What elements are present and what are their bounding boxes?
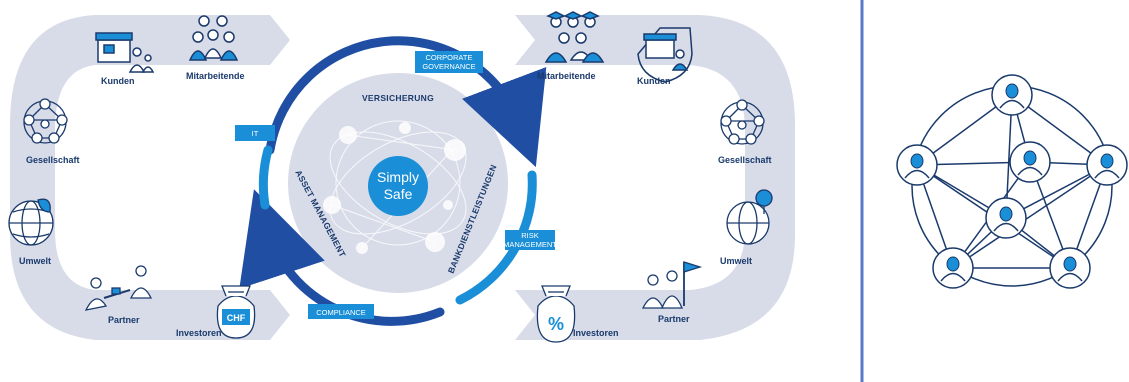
svg-text:Mitarbeitende: Mitarbeitende <box>537 71 596 81</box>
core-circle <box>368 156 428 216</box>
flag-partners-icon <box>641 261 703 309</box>
right-gesellschaft: Gesellschaft <box>718 99 772 165</box>
svg-text:COMPLIANCE: COMPLIANCE <box>316 308 366 317</box>
left-band: Ressourcen <box>10 15 290 340</box>
tag-corporate-governance: CORPORATE GOVERNANCE <box>415 51 483 73</box>
right-investoren: % Investoren <box>536 285 619 343</box>
person-node-bottom-right <box>1049 247 1091 289</box>
left-partner: Partner <box>84 265 153 325</box>
person-node-bottom-left <box>932 247 974 289</box>
core-label-line2: Safe <box>384 186 413 202</box>
tag-it: IT <box>235 125 275 141</box>
left-gesellschaft: Gesellschaft <box>23 98 80 165</box>
network-links <box>916 94 1108 269</box>
person-node-right <box>1086 144 1128 186</box>
svg-text:CORPORATE: CORPORATE <box>426 53 473 62</box>
svg-text:Gesellschaft: Gesellschaft <box>718 155 772 165</box>
svg-text:%: % <box>548 314 564 334</box>
person-node-center-upper <box>1009 141 1051 183</box>
svg-text:Partner: Partner <box>108 315 140 325</box>
svg-text:RISK: RISK <box>521 231 539 240</box>
svg-text:Mitarbeitende: Mitarbeitende <box>186 71 245 81</box>
center-circle: Simply Safe VERSICHERUNG ASSET MANAGEMEN… <box>288 73 508 293</box>
svg-text:Investoren: Investoren <box>176 328 222 338</box>
handshake-icon <box>84 265 153 311</box>
money-bag-icon <box>216 285 256 339</box>
left-kunden: Kunden <box>95 32 155 86</box>
core-label-line1: Simply <box>377 169 419 185</box>
person-node-left <box>896 144 938 186</box>
left-band-label: Ressourcen <box>110 171 236 196</box>
right-band-label: Wirkung <box>578 171 666 196</box>
team-icon <box>188 15 239 61</box>
svg-text:MANAGEMENT: MANAGEMENT <box>503 240 557 249</box>
globe-icon <box>8 198 54 246</box>
svg-text:CHF: CHF <box>227 313 246 323</box>
svg-text:Umwelt: Umwelt <box>720 256 752 266</box>
right-mitarbeitende: Mitarbeitende <box>537 11 605 81</box>
left-mitarbeitende: Mitarbeitende <box>186 15 245 81</box>
percent-bag-icon <box>536 285 576 343</box>
person-node-top <box>991 74 1033 116</box>
shield-shop-icon <box>637 27 693 83</box>
graduates-icon <box>544 11 605 63</box>
person-nodes <box>896 74 1128 289</box>
right-umwelt: Umwelt <box>720 189 773 266</box>
svg-text:Gesellschaft: Gesellschaft <box>26 155 80 165</box>
network-icon <box>720 99 765 145</box>
left-umwelt: Umwelt <box>8 198 54 266</box>
svg-text:Investoren: Investoren <box>573 328 619 338</box>
stakeholder-network <box>896 74 1128 289</box>
tag-risk-management: RISK MANAGEMENT <box>503 230 557 250</box>
svg-text:Kunden: Kunden <box>101 76 135 86</box>
person-node-center-lower <box>985 197 1027 239</box>
globe-tree-icon <box>726 189 773 245</box>
tag-compliance: COMPLIANCE <box>308 304 374 319</box>
right-partner: Partner <box>641 261 703 324</box>
svg-text:Umwelt: Umwelt <box>19 256 51 266</box>
shop-icon <box>95 32 155 73</box>
right-kunden: Kunden <box>637 27 693 86</box>
svg-text:Kunden: Kunden <box>637 76 671 86</box>
network-icon <box>23 98 68 144</box>
svg-text:IT: IT <box>252 129 259 138</box>
left-investoren: CHF Investoren <box>176 285 256 339</box>
svg-text:Partner: Partner <box>658 314 690 324</box>
network-nodes <box>323 122 466 254</box>
ring-label-versicherung: VERSICHERUNG <box>362 93 434 103</box>
svg-text:GOVERNANCE: GOVERNANCE <box>422 62 475 71</box>
